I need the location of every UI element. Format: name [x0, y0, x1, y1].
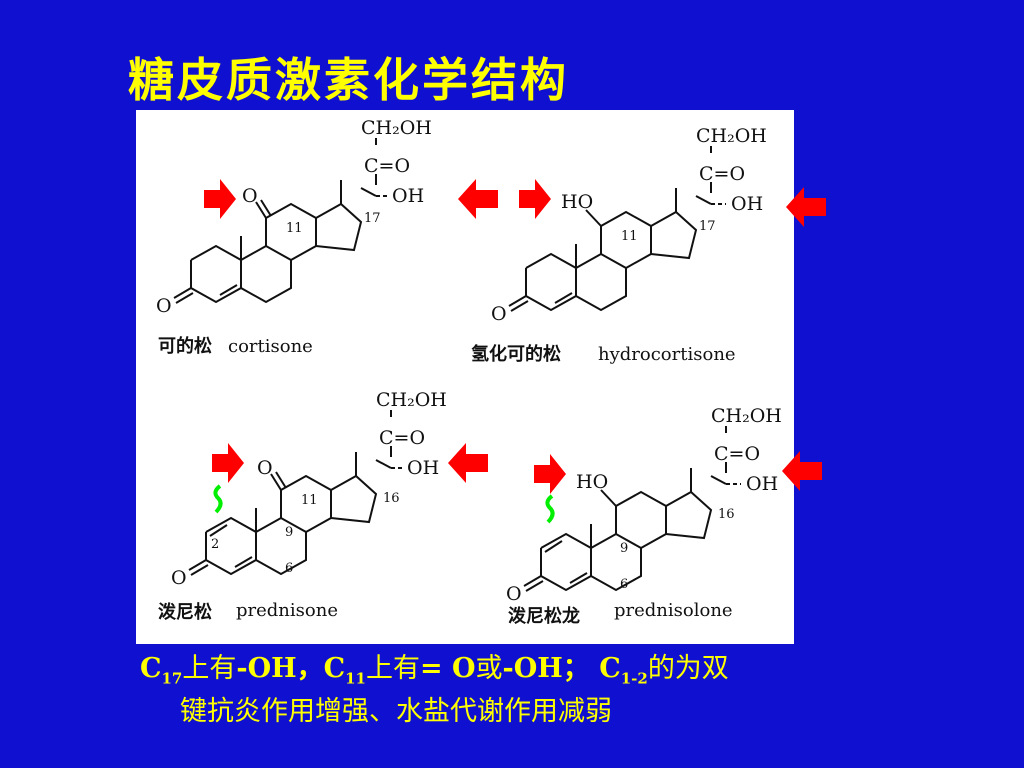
note-oh2: -OH；: [502, 653, 590, 684]
carbon-number: 6: [285, 561, 293, 576]
c3-group-label: O: [506, 583, 522, 605]
caption-en: hydrocortisone: [598, 344, 736, 365]
carbon-number: 9: [285, 525, 293, 540]
c11-group-label: HO: [561, 191, 593, 213]
note-part2: 上有: [366, 653, 420, 684]
note-eq-o: = O: [420, 653, 476, 684]
carbon-number: 16: [718, 507, 735, 522]
c11-group-label: O: [257, 457, 273, 479]
carbon-number: 6: [620, 577, 628, 592]
carbon-number: 16: [383, 491, 400, 506]
red-arrow-icon: [212, 443, 244, 483]
note-part3: 的为双: [647, 653, 729, 684]
ch2oh-label: CH₂OH: [711, 405, 782, 427]
ketone-label: C=O: [714, 443, 760, 465]
c17-group-label: OH: [731, 193, 763, 215]
caption-cn: 可的松: [158, 335, 212, 357]
structure-hydrocortisone: [508, 146, 726, 312]
c17-group-label: OH: [407, 457, 439, 479]
note-c17: C: [140, 653, 162, 684]
summary-note: C17上有-OH，C11上有= O或-OH； C1-2的为双 键抗炎作用增强、水…: [140, 652, 840, 729]
structure-prednisone: [188, 410, 403, 576]
outside-arrow-wrap: [786, 187, 826, 227]
ch2oh-label: CH₂OH: [361, 117, 432, 139]
note-part1: 上有: [182, 653, 237, 684]
note-c11: C: [323, 653, 346, 684]
red-arrow-icon: [458, 179, 498, 219]
ch2oh-label: CH₂OH: [376, 389, 447, 411]
carbon-number: 17: [364, 211, 381, 226]
green-curl-icon: [545, 494, 555, 524]
red-arrow-icon: [204, 179, 236, 219]
structure-prednisolone: [523, 426, 741, 592]
labels-cortisone: CH₂OH C=O O OH O 11 17 可的松 cortisone: [156, 117, 432, 357]
note-or: 或: [475, 653, 503, 684]
red-arrow-icon: [782, 451, 822, 491]
labels-prednisone: CH₂OH C=O O OH O 11 16 2 9 6: [171, 389, 447, 589]
red-arrow-icon: [534, 454, 566, 494]
arrows: [204, 179, 566, 494]
carbon-number: 11: [621, 229, 638, 244]
green-curl-icon: [213, 484, 223, 514]
structure-cortisone: [173, 138, 388, 304]
carbon-number: 11: [286, 221, 303, 236]
labels-prednisolone: CH₂OH C=O HO OH O 16 9 6: [506, 405, 782, 605]
ketone-label: C=O: [364, 155, 410, 177]
c17-group-label: OH: [392, 185, 424, 207]
note-line2: 键抗炎作用增强、水盐代谢作用减弱: [180, 696, 612, 728]
red-arrow-icon: [448, 443, 488, 483]
ch2oh-label: CH₂OH: [696, 125, 767, 147]
red-arrow-icon: [786, 187, 826, 227]
carbon-number: 11: [301, 493, 318, 508]
caption-en: prednisone: [236, 600, 338, 621]
note-c12: C: [599, 653, 621, 684]
red-arrow-icon: [519, 179, 551, 219]
ketone-label: C=O: [379, 427, 425, 449]
note-c11-sub: 11: [345, 669, 366, 688]
note-oh1: -OH，: [236, 653, 324, 684]
ketone-label: C=O: [699, 163, 745, 185]
outside-arrow-wrap: [782, 451, 822, 491]
c3-group-label: O: [171, 567, 187, 589]
c11-group-label: O: [242, 185, 258, 207]
c17-group-label: OH: [746, 473, 778, 495]
labels-hydrocortisone: CH₂OH C=O HO OH O 11 17: [491, 125, 767, 325]
c11-group-label: HO: [576, 471, 608, 493]
carbon-number: 9: [620, 541, 628, 556]
structure-panel: CH₂OH C=O O OH O 11 17 可的松 cortisone CH₂…: [136, 110, 794, 644]
c3-group-label: O: [491, 303, 507, 325]
page-title: 糖皮质激素化学结构: [128, 53, 569, 107]
note-c12-sub: 1-2: [620, 669, 648, 688]
caption-cn: 氢化可的松: [471, 343, 561, 365]
caption-cn: 泼尼松龙: [508, 605, 580, 627]
carbon-number: 2: [211, 537, 219, 552]
carbon-number: 17: [699, 219, 716, 234]
c3-group-label: O: [156, 295, 172, 317]
caption-en: cortisone: [228, 336, 313, 357]
structure-svg: CH₂OH C=O O OH O 11 17 可的松 cortisone CH₂…: [156, 117, 782, 627]
caption-en: prednisolone: [614, 600, 733, 621]
caption-cn: 泼尼松: [158, 601, 212, 623]
curls: [213, 484, 555, 524]
note-c17-sub: 17: [161, 669, 183, 688]
